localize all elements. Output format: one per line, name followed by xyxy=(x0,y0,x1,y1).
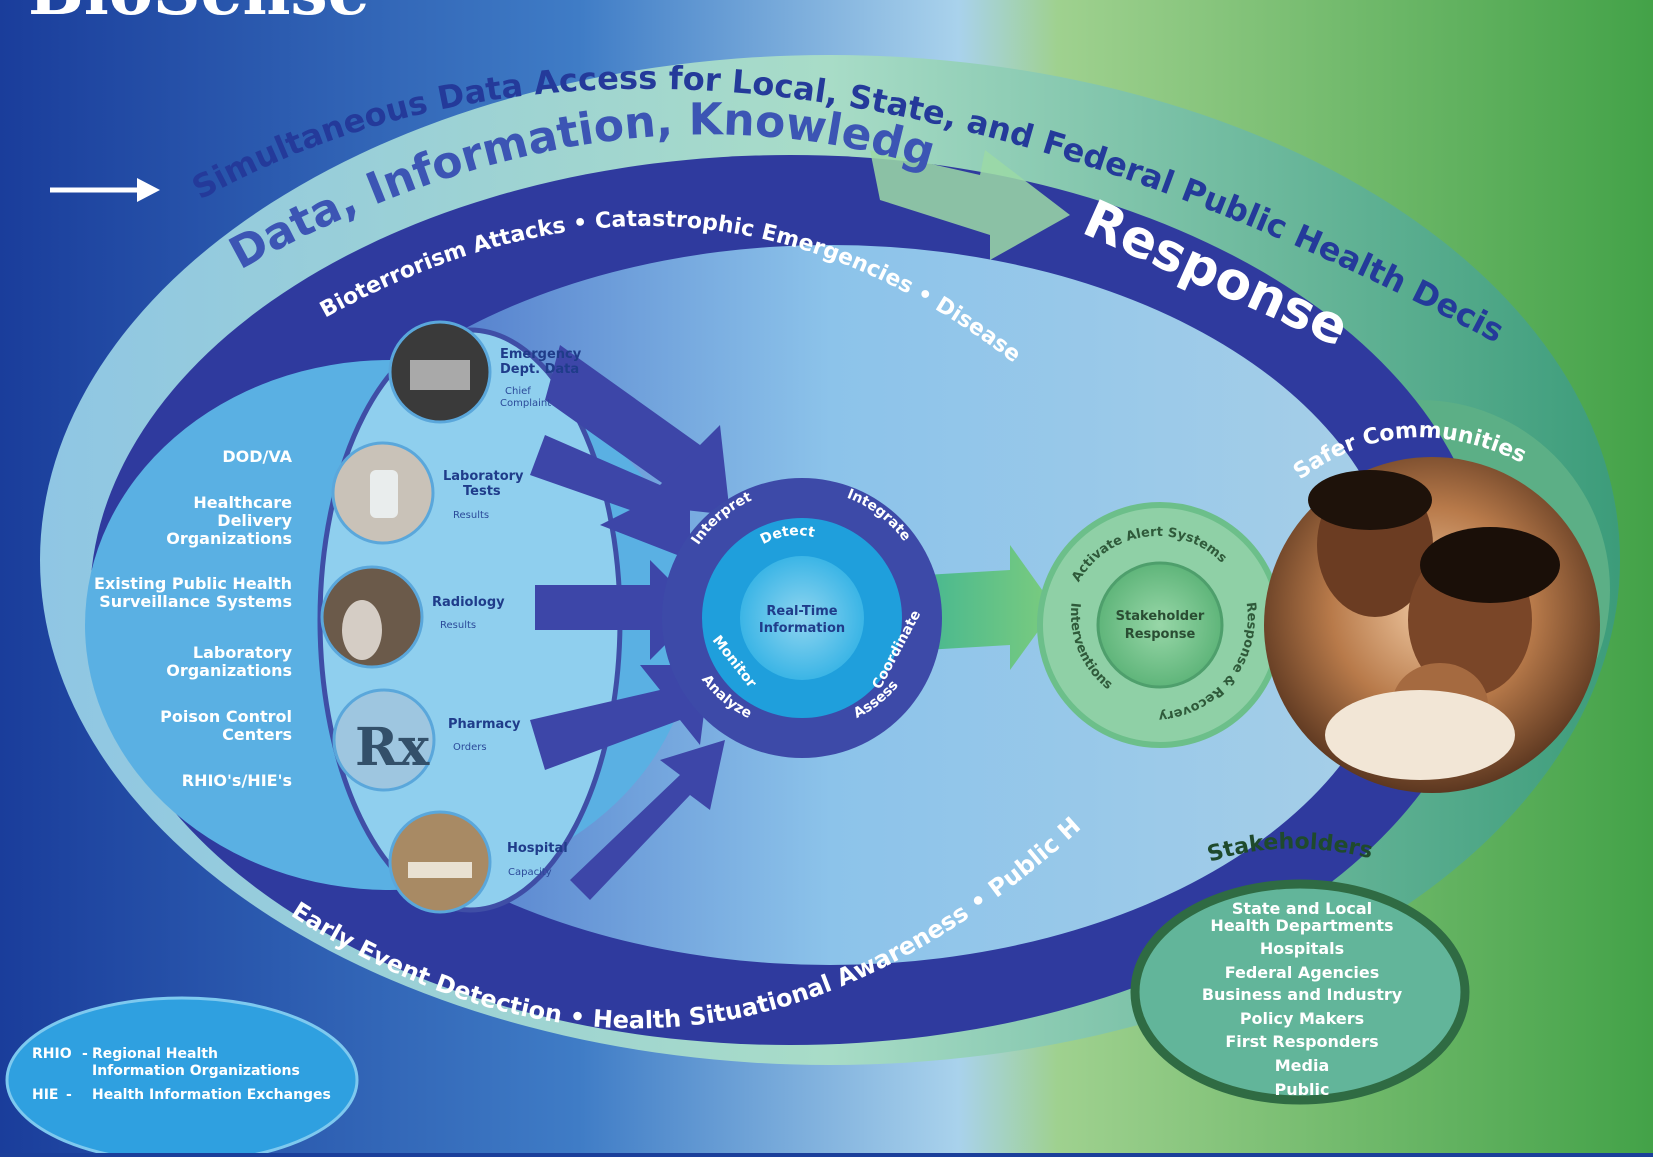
feed-pharmacy: Rx Pharmacy Orders xyxy=(332,688,521,792)
data-sources-list: DOD/VA Healthcare Delivery Organizations… xyxy=(94,447,293,790)
feed-radiology-title: Radiology xyxy=(432,595,505,610)
source-dod-va: DOD/VA xyxy=(222,447,292,466)
feed-emergency-title-1: Emergency xyxy=(500,347,582,362)
feed-pharmacy-sub: Orders xyxy=(453,742,487,753)
stakeholder-4: Federal Agencies xyxy=(1225,963,1380,982)
arrow-to-stakeholder xyxy=(925,545,1055,670)
feed-radiology: Radiology Results xyxy=(320,565,505,669)
legend-hie-line-1: Health Information Exchanges xyxy=(92,1087,331,1103)
stakeholder-2: Health Departments xyxy=(1210,916,1393,935)
family-photo-figures xyxy=(1308,470,1560,780)
hub-center-line-1: Real-Time xyxy=(766,604,837,619)
feed-pharmacy-title: Pharmacy xyxy=(448,717,521,732)
rx-symbol: Rx xyxy=(355,717,430,778)
stakeholder-response-center xyxy=(1096,561,1224,689)
source-laboratory-1: Laboratory xyxy=(193,643,293,662)
stakeholder-3: Hospitals xyxy=(1260,939,1344,958)
stakeholder-6: Policy Makers xyxy=(1240,1009,1364,1028)
source-rhio-hie: RHIO's/HIE's xyxy=(182,771,292,790)
feed-laboratory: Laboratory Tests Results xyxy=(331,441,524,545)
stakeholders-list: State and Local Health Departments Hospi… xyxy=(1202,899,1403,1099)
source-existing-2: Surveillance Systems xyxy=(99,592,292,611)
feed-hospital-sub: Capacity xyxy=(508,867,552,878)
legend-rhio-line-1: Regional Health xyxy=(92,1046,218,1062)
legend-ellipse xyxy=(5,996,359,1157)
legend-rhio-abbr: RHIO xyxy=(32,1046,72,1062)
legend-rhio-sep: - xyxy=(82,1046,88,1062)
feed-emergency: Emergency Dept. Data Chief Complaint xyxy=(388,320,582,424)
source-existing-1: Existing Public Health xyxy=(94,574,292,593)
source-poison-2: Centers xyxy=(222,725,292,744)
stake-center-line-1: Stakeholder xyxy=(1116,609,1205,624)
hub-center xyxy=(740,556,864,680)
stakeholders-ellipse xyxy=(1130,879,1470,1105)
arrow-to-response xyxy=(870,150,1070,260)
feed-radiology-sub: Results xyxy=(440,620,476,631)
feed-emergency-sub-1: Chief xyxy=(505,386,531,397)
feed-emergency-title-2: Dept. Data xyxy=(500,362,579,377)
stakeholder-9: Public xyxy=(1274,1080,1329,1099)
data-feeds: Emergency Dept. Data Chief Complaint Lab… xyxy=(320,320,582,914)
abbreviation-legend: RHIO - Regional Health Information Organ… xyxy=(32,1046,331,1103)
feed-arrows xyxy=(530,345,730,900)
feed-emergency-sub-2: Complaint xyxy=(500,398,551,409)
source-poison-1: Poison Control xyxy=(160,707,292,726)
pharmacy-rx-photo-icon xyxy=(332,688,436,792)
feed-hospital-title: Hospital xyxy=(507,841,568,856)
stakeholder-5: Business and Industry xyxy=(1202,985,1403,1004)
hub-center-line-2: Information xyxy=(759,621,845,636)
pointer-arrow xyxy=(50,178,160,202)
title: BioSense xyxy=(28,0,370,30)
legend-hie-abbr: HIE xyxy=(32,1087,59,1103)
feed-laboratory-title-1: Laboratory xyxy=(443,469,524,484)
legend-hie-sep: - xyxy=(66,1087,72,1103)
stakeholder-7: First Responders xyxy=(1225,1032,1378,1051)
feed-hospital: Hospital Capacity xyxy=(388,810,568,914)
feed-laboratory-title-2: Tests xyxy=(463,484,501,499)
legend-rhio-line-2: Information Organizations xyxy=(92,1063,300,1079)
source-laboratory-2: Organizations xyxy=(166,661,292,680)
source-healthcare-3: Organizations xyxy=(166,529,292,548)
stakeholder-8: Media xyxy=(1275,1056,1330,1075)
source-healthcare-2: Delivery xyxy=(217,511,292,530)
stakeholder-1: State and Local xyxy=(1232,899,1372,918)
feed-laboratory-sub: Results xyxy=(453,510,489,521)
stake-center-line-2: Response xyxy=(1125,627,1196,642)
source-healthcare-1: Healthcare xyxy=(193,493,292,512)
